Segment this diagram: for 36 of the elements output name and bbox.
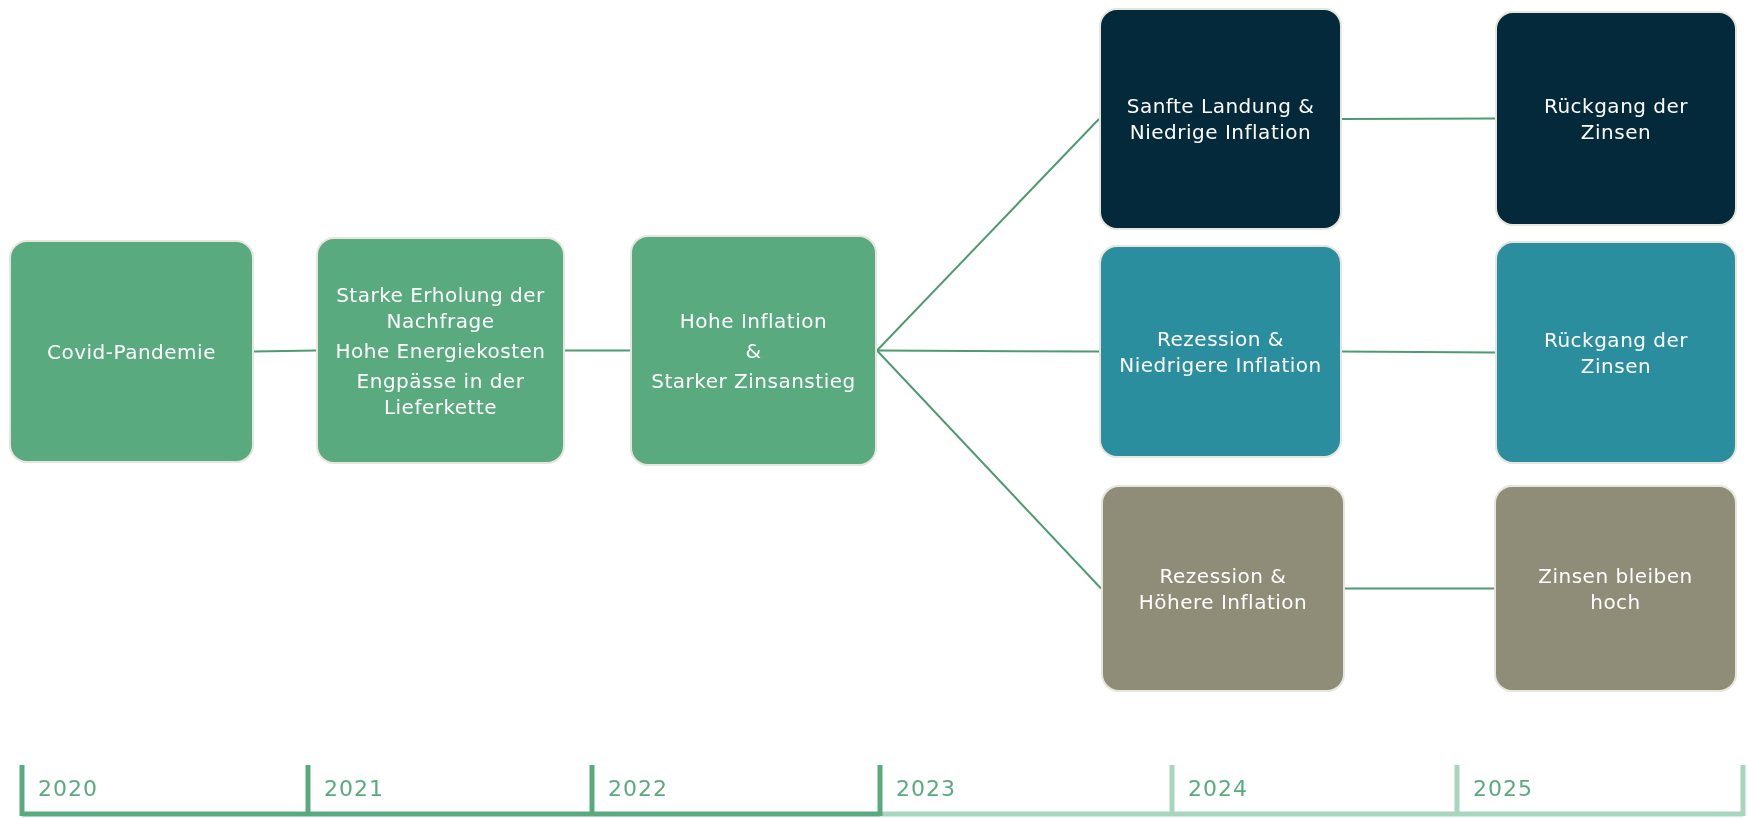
connector-line: [1341, 117, 1496, 120]
node-text: &: [745, 337, 762, 364]
year-label: 2020: [38, 776, 98, 801]
process-box: [1099, 245, 1342, 458]
node-text: Covid-Pandemie: [47, 338, 216, 365]
connector-line: [876, 349, 1102, 590]
node-text: Engpässe in der Lieferkette: [355, 367, 526, 420]
connector-line: [876, 118, 1100, 352]
connector-line: [876, 349, 1100, 353]
year-label: 2025: [1473, 776, 1533, 801]
year-label: 2024: [1188, 776, 1248, 801]
node-text: Rezession & Höhere Inflation: [1137, 562, 1309, 615]
node-text: Hohe Energiekosten: [335, 337, 546, 364]
process-box: [1495, 241, 1737, 464]
node-text: Sanfte Landung & Niedrige Inflation: [1125, 93, 1316, 145]
process-box: [1494, 485, 1737, 692]
connector-line: [564, 349, 631, 352]
process-box: [1099, 8, 1342, 230]
year-label: 2022: [608, 776, 668, 801]
connector-line: [1344, 587, 1495, 590]
node-text: Zinsen bleiben hoch: [1537, 562, 1694, 615]
process-box: [316, 237, 565, 464]
connector-line: [1341, 350, 1496, 354]
node-text: Starke Erholung der Nachfrage: [335, 281, 546, 334]
year-label: 2023: [896, 776, 956, 801]
node-text: Starker Zinsanstieg: [651, 367, 856, 394]
node-text: Rückgang der Zinsen: [1542, 326, 1690, 379]
node-text: Rezession & Niedrigere Inflation: [1118, 325, 1323, 378]
node-text: Rückgang der Zinsen: [1542, 92, 1690, 145]
process-box: [1101, 485, 1345, 692]
process-box: [1495, 11, 1737, 226]
node-text: Hohe Inflation: [679, 307, 828, 334]
process-box: [630, 235, 877, 466]
process-box: [9, 240, 254, 463]
connector-line: [253, 349, 317, 353]
year-label: 2021: [324, 776, 384, 801]
